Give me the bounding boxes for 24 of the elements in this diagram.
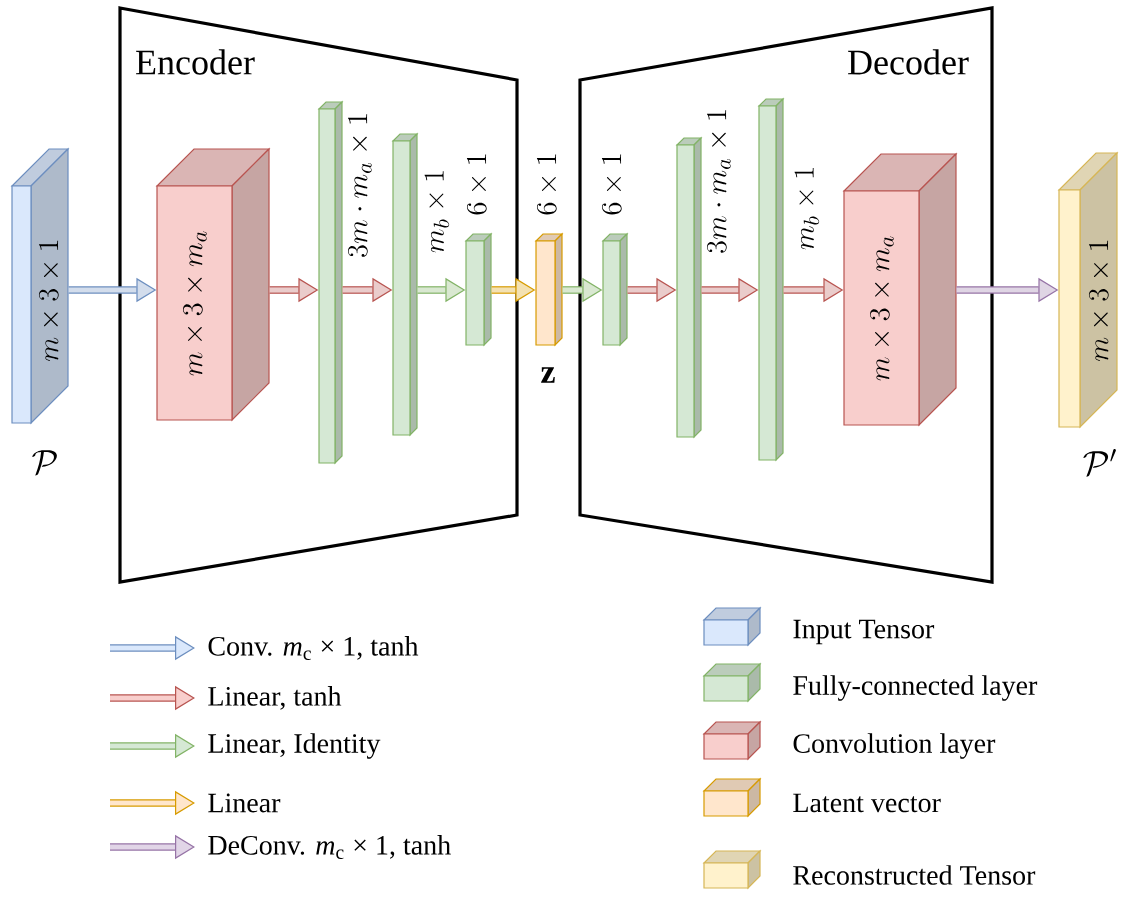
dimension-label: $6 \times 1$ <box>466 154 487 215</box>
dimension-label: $m \times 3 \times 1$ <box>38 240 59 361</box>
legend-label: Conv. m$_{c}$ × 1, tanh <box>208 636 419 660</box>
tensor-symbol: $\mathcal{P}$ <box>32 450 57 476</box>
legend-label: DeConv. m$_{c}$ × 1, tanh <box>208 835 451 859</box>
legend-label: Reconstructed Tensor <box>793 865 1036 885</box>
legend-label: Linear, tanh <box>208 686 342 710</box>
legend-label: Linear, Identity <box>208 733 381 759</box>
dimension-label: $m_b \times 1$ <box>424 171 450 253</box>
legend-label: Convolution layer <box>793 733 996 759</box>
dimension-label: $m_b \times 1$ <box>794 168 820 250</box>
legend-label: Latent vector <box>793 793 941 813</box>
dimension-label: $3m \cdot m_a \times 1$ <box>707 110 731 253</box>
legend-label: Linear <box>208 793 281 813</box>
dimension-label: $6 \times 1$ <box>601 154 622 215</box>
legend-label: Fully-connected layer <box>793 675 1038 701</box>
tensor-symbol: $\mathcal{P}'$ <box>1083 448 1116 477</box>
dimension-label: $m \times 3 \times 1$ <box>1088 240 1109 361</box>
dimension-label: $6 \times 1$ <box>536 154 557 215</box>
legend-label: Input Tensor <box>793 619 935 645</box>
dimension-label: $m \times 3 \times m_a$ <box>183 231 207 376</box>
dimension-label: $3m \cdot m_a \times 1$ <box>348 114 372 257</box>
tensor-symbol: $\mathbf{z}$ <box>541 367 555 383</box>
dimension-label: $m \times 3 \times m_a$ <box>870 236 894 381</box>
